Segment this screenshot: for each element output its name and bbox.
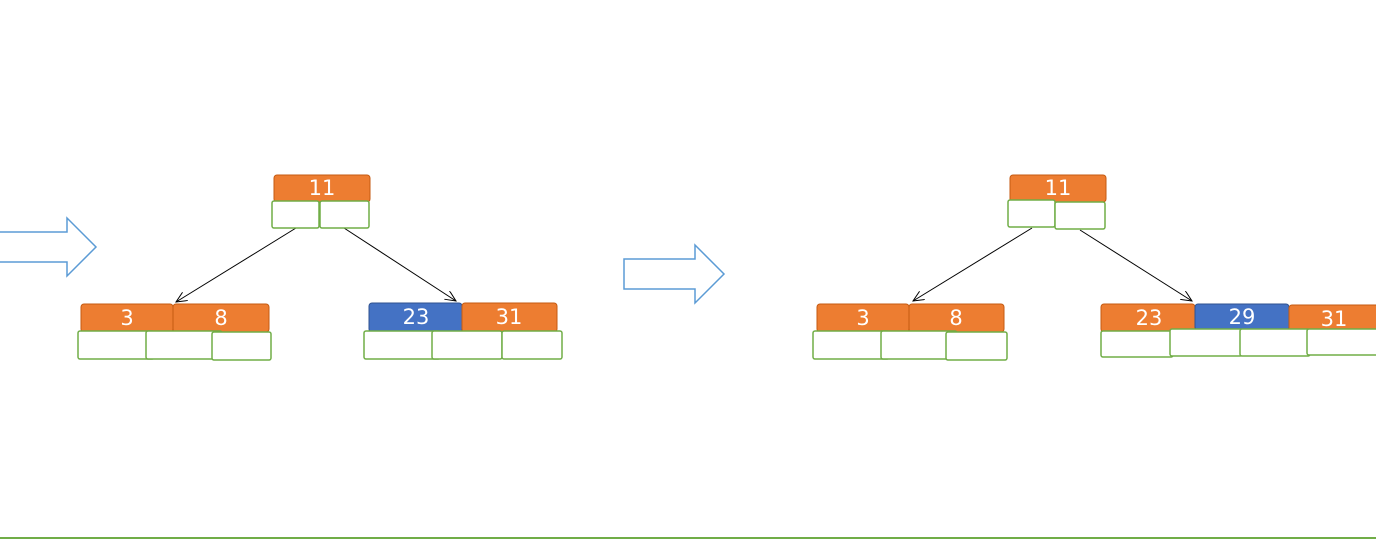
- key-label: 11: [309, 176, 336, 200]
- pointer-slot: [363, 330, 441, 360]
- tree-node-leaf: 23 31: [363, 302, 563, 360]
- key-label: 29: [1229, 305, 1256, 329]
- tree-edge: [176, 227, 297, 302]
- pointer-slot: [1054, 201, 1106, 230]
- pointer-slot: [812, 330, 890, 360]
- right-arrow-icon: [0, 216, 98, 278]
- tree-edge: [913, 227, 1033, 301]
- pointer-slot: [211, 331, 272, 361]
- tree-after-insert: 11 3 8 23 29 31: [812, 174, 1376, 361]
- tree-node-leaf: 23 29 31: [1100, 303, 1376, 358]
- pointer-slot: [319, 200, 370, 229]
- key-label: 3: [120, 306, 133, 330]
- pointer-slot: [271, 200, 320, 229]
- key-label: 31: [496, 305, 523, 329]
- key-label: 8: [949, 306, 962, 330]
- pointer-slot: [77, 330, 155, 360]
- pointer-slot: [431, 330, 503, 360]
- tree-edges: [176, 227, 456, 302]
- key-label: 8: [214, 306, 227, 330]
- tree-before-split: 11 3 8 23 31: [77, 174, 563, 361]
- pointer-slot: [1169, 328, 1243, 357]
- tree-node-root: 11: [271, 174, 371, 229]
- key-label: 3: [856, 306, 869, 330]
- pointer-slot: [145, 330, 223, 360]
- tree-edges: [913, 227, 1192, 301]
- pointer-slot: [1100, 330, 1174, 358]
- pointer-slot: [1007, 199, 1056, 228]
- key-label: 31: [1321, 307, 1348, 331]
- key-label: 23: [403, 305, 430, 329]
- tree-node-leaf: 3 8: [812, 303, 1008, 361]
- tree-edge: [343, 227, 456, 301]
- key-label: 11: [1045, 176, 1072, 200]
- pointer-slot: [945, 331, 1008, 361]
- pointer-slot: [1306, 328, 1376, 356]
- key-label: 23: [1136, 306, 1163, 330]
- tree-node-leaf: 3 8: [77, 303, 272, 361]
- right-arrow-icon: [623, 243, 726, 305]
- pointer-slot: [501, 330, 563, 360]
- pointer-slot: [1239, 328, 1311, 357]
- tree-edge: [1079, 229, 1192, 301]
- tree-node-root: 11: [1007, 174, 1107, 230]
